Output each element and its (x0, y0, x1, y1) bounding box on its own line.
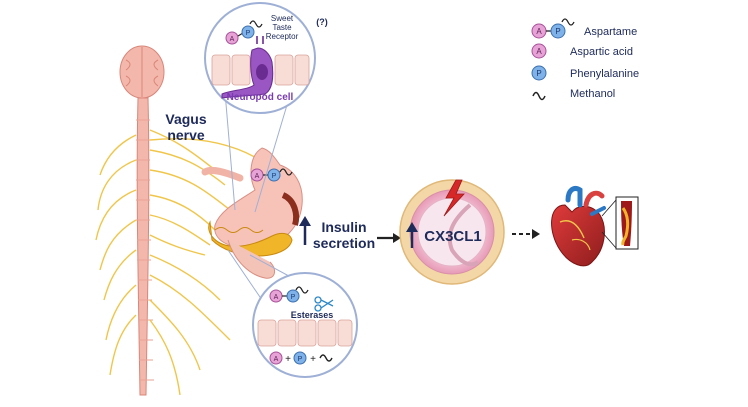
esterases-label: Esterases (291, 310, 334, 320)
svg-text:A: A (274, 294, 279, 301)
heart-zoom-lines (601, 199, 617, 249)
insulin-label-line2: secretion (313, 235, 375, 251)
svg-text:A: A (255, 173, 260, 180)
insulin-secretion: Insulin secretion (299, 216, 401, 251)
aspartame-molecule-stomach: A P (250, 168, 293, 182)
svg-text:P: P (298, 356, 303, 363)
svg-text:P: P (536, 69, 541, 78)
cx3cl1-label: CX3CL1 (424, 228, 482, 245)
legend-methanol-label: Methanol (570, 88, 615, 100)
svg-text:P: P (246, 30, 251, 37)
sweet-receptor-label-1: Sweet (271, 14, 294, 23)
sweet-receptor-label-2: Taste (272, 23, 292, 32)
svg-text:A: A (536, 47, 542, 56)
stomach (201, 147, 303, 249)
spinal-cord (136, 97, 154, 396)
dashed-arrow (512, 229, 540, 239)
intestine (208, 220, 293, 279)
svg-text:P: P (291, 294, 296, 301)
legend-aspartic-acid: A Aspartic acid (531, 43, 633, 59)
insulin-label-line1: Insulin (321, 219, 366, 235)
neuropod-callout: A P Sweet Taste Receptor (?) Neuropod ce… (204, 2, 328, 114)
vagus-nerve-branches (95, 129, 261, 396)
svg-text:P: P (272, 173, 277, 180)
svg-text:P: P (555, 27, 560, 36)
neuropod-label: Neuropod cell (227, 92, 294, 103)
vagus-label-line2: nerve (167, 127, 205, 143)
svg-text:A: A (274, 356, 279, 363)
legend: A P Aspartame A Aspartic acid P Phenylal… (531, 18, 639, 101)
blood-vessel: CX3CL1 (399, 179, 505, 285)
brain-icon (119, 45, 165, 99)
lightning-icon (443, 179, 465, 217)
vagus-label-line1: Vagus (165, 111, 206, 127)
plus-label-1: + (285, 354, 291, 365)
legend-phenylalanine: P Phenylalanine (531, 65, 639, 81)
legend-methanol: Methanol (532, 88, 615, 101)
scissors-icon (314, 296, 334, 312)
question-label: (?) (316, 17, 328, 27)
svg-text:A: A (536, 27, 542, 36)
plus-label-2: + (310, 354, 316, 365)
artery-plaque-inset (615, 196, 639, 250)
legend-aspartame: A P Aspartame (531, 18, 637, 39)
legend-aspartic-label: Aspartic acid (570, 46, 633, 58)
svg-text:A: A (230, 36, 235, 43)
callout-connectors (224, 91, 301, 301)
legend-phenylalanine-label: Phenylalanine (570, 68, 639, 80)
heart-icon (551, 185, 606, 267)
sweet-receptor-label-3: Receptor (266, 32, 299, 41)
legend-aspartame-label: Aspartame (584, 26, 637, 38)
esterases-callout: A P Esterases A + P + (252, 272, 358, 378)
